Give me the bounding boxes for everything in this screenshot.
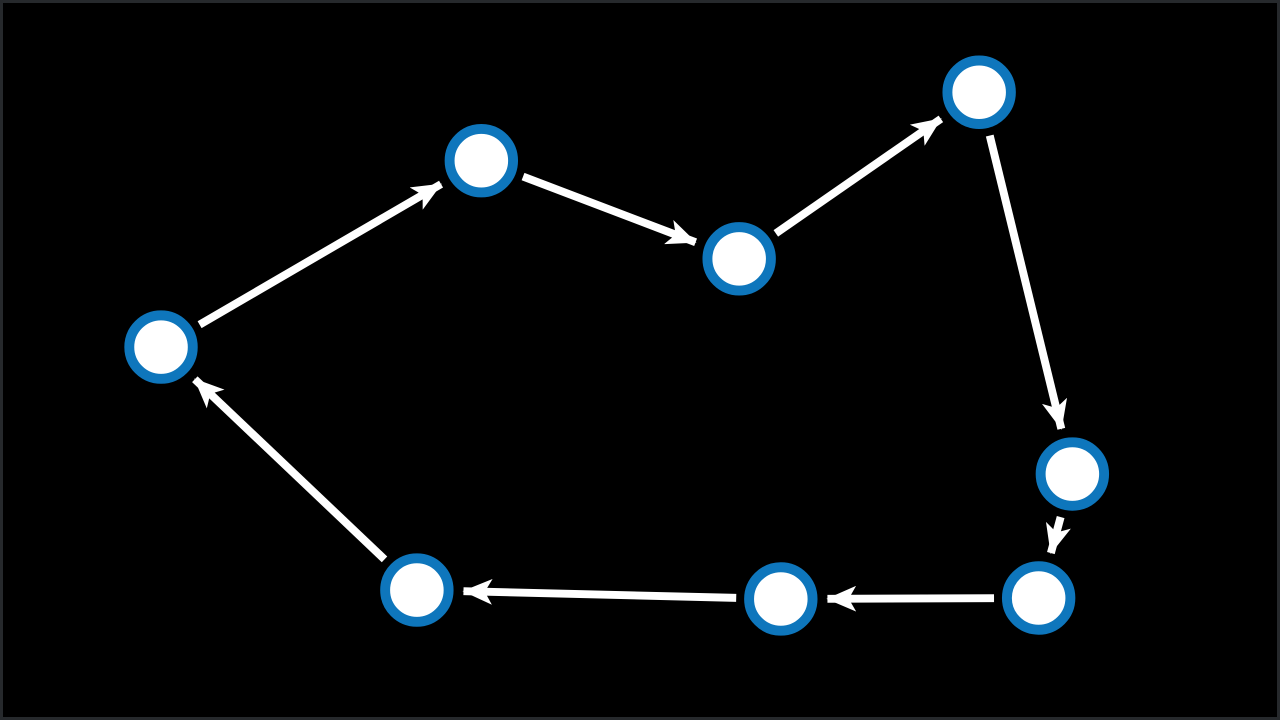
edges-layer — [192, 115, 1071, 612]
graph-node-upper-left — [444, 123, 519, 198]
graph-edge-node-left-to-node-upper-left — [197, 180, 444, 329]
graph-node-top-right — [942, 55, 1016, 129]
graph-edge-node-upper-left-to-node-top-middle — [521, 172, 698, 246]
graph-node-top-middle — [702, 222, 776, 296]
graph-node-bottom-left — [380, 553, 454, 627]
graph-node-left — [124, 310, 198, 384]
graph-edge-node-right-to-node-bottom-right — [1045, 516, 1071, 555]
graph-node-right — [1035, 437, 1110, 511]
graph-edge-node-top-middle-to-node-top-right — [773, 115, 944, 237]
graph-node-bottom-right — [1001, 561, 1076, 635]
graph-edge-node-bottom-left-to-node-left — [192, 376, 388, 563]
nodes-layer — [124, 55, 1110, 636]
graph-edge-node-bottom-middle-to-node-bottom-left — [462, 579, 737, 605]
graph-edge-node-bottom-right-to-node-bottom-middle — [826, 585, 995, 612]
cycle-diagram — [124, 55, 1110, 636]
graph-node-bottom-middle — [744, 562, 818, 636]
graph-edge-node-top-right-to-node-right — [985, 134, 1068, 430]
